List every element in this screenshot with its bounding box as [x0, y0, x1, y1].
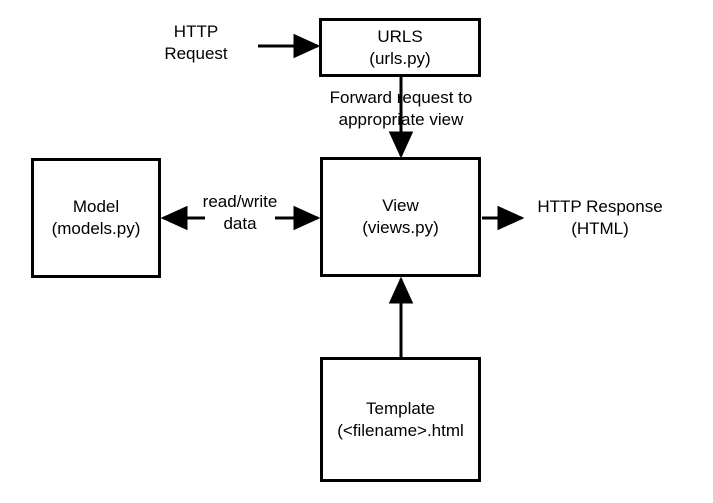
- edge-label-http-request-line2: Request: [164, 44, 228, 64]
- node-model-title: Model: [72, 197, 120, 217]
- node-view-subtitle: (views.py): [362, 218, 439, 237]
- node-model-subtitle: (models.py): [51, 219, 141, 238]
- edge-label-read-write-data-line1: read/write: [202, 192, 278, 211]
- edge-label-http-response: HTTP Response (HTML): [520, 196, 680, 240]
- node-view[interactable]: View (views.py): [320, 157, 481, 277]
- node-template[interactable]: Template (<filename>.html: [320, 357, 481, 482]
- node-model[interactable]: Model (models.py): [31, 158, 161, 278]
- edge-label-http-request: HTTP Request: [140, 21, 252, 65]
- edge-label-http-response-line1: HTTP Response: [537, 197, 663, 216]
- node-template-subtitle: (<filename>.html: [337, 420, 464, 440]
- node-template-title: Template: [366, 398, 435, 418]
- node-urls-title: URLS: [377, 26, 423, 46]
- edge-label-forward-request-line1: Forward request to: [329, 88, 473, 107]
- edge-label-http-response-line2: (HTML): [571, 219, 629, 239]
- edge-label-forward-request-line2: appropriate view: [338, 110, 464, 130]
- node-view-title: View: [382, 196, 419, 216]
- edge-label-read-write-data-line2: data: [223, 214, 257, 234]
- edge-label-http-request-line1: HTTP: [173, 22, 219, 41]
- node-urls-subtitle: (urls.py): [369, 48, 431, 68]
- edge-label-forward-request: Forward request to appropriate view: [312, 87, 490, 131]
- node-urls[interactable]: URLS (urls.py): [319, 18, 481, 77]
- edge-label-read-write-data: read/write data: [190, 191, 290, 235]
